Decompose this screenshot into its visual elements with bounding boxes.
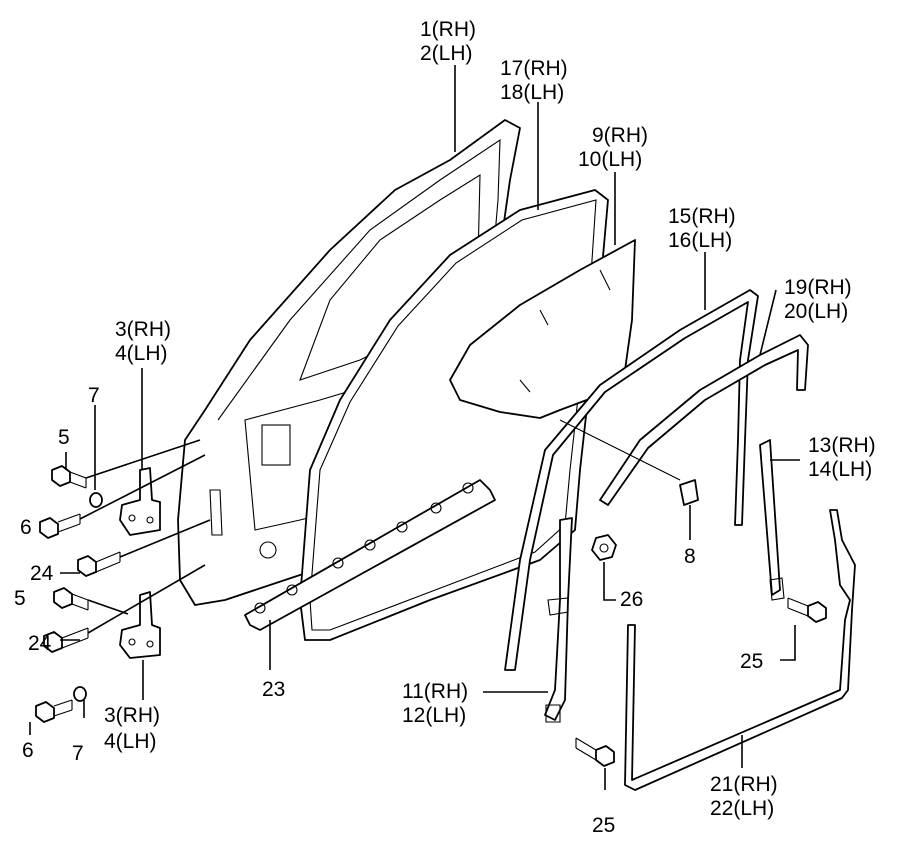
label-8: 8	[684, 545, 696, 568]
bolts	[35, 465, 827, 767]
label-3-rh-upper: 3(RH)	[115, 318, 171, 341]
label-15-rh: 15(RH)	[668, 205, 736, 228]
label-5-lower: 5	[14, 587, 26, 610]
label-16-lh: 16(LH)	[668, 229, 732, 252]
glass-run-channel-15-16	[504, 289, 759, 671]
label-10-lh: 10(LH)	[578, 148, 642, 171]
label-6-upper: 6	[20, 516, 32, 539]
label-17-rh: 17(RH)	[500, 57, 568, 80]
label-26: 26	[620, 588, 643, 611]
bracket-8	[559, 419, 699, 506]
label-23: 23	[262, 678, 285, 701]
label-4-lh-upper: 4(LH)	[115, 342, 168, 365]
label-14-lh: 14(LH)	[808, 458, 872, 481]
label-12-lh: 12(LH)	[402, 704, 466, 727]
label-7-upper: 7	[88, 384, 100, 407]
label-20-lh: 20(LH)	[784, 300, 848, 323]
label-4-lh-lower: 4(LH)	[104, 730, 157, 753]
front-channel-11-12	[544, 517, 573, 723]
label-19-rh: 19(RH)	[784, 276, 852, 299]
weatherstrip-21-22	[624, 509, 856, 791]
lower-hinge	[119, 591, 161, 659]
rear-channel-13-14	[759, 439, 785, 601]
label-25-right: 25	[740, 650, 763, 673]
door-glass-9-10	[449, 239, 636, 419]
label-3-rh-lower: 3(RH)	[104, 704, 160, 727]
label-22-lh: 22(LH)	[710, 797, 774, 820]
label-25-lower: 25	[592, 814, 615, 837]
leader-lines	[29, 65, 800, 790]
label-7-lower: 7	[72, 742, 84, 765]
label-18-lh: 18(LH)	[500, 81, 564, 104]
label-5-upper: 5	[58, 426, 70, 449]
label-9-rh: 9(RH)	[592, 124, 648, 147]
label-1-rh: 1(RH)	[420, 18, 476, 41]
bracket-23	[244, 479, 496, 631]
belt-molding-19-20	[599, 334, 809, 506]
label-2-lh: 2(LH)	[420, 42, 473, 65]
label-13-rh: 13(RH)	[808, 434, 876, 457]
upper-hinge	[119, 467, 161, 536]
part-labels: 1(RH) 2(LH) 17(RH) 18(LH) 9(RH) 10(LH) 1…	[14, 18, 876, 837]
label-6-lower: 6	[22, 739, 34, 762]
label-21-rh: 21(RH)	[710, 773, 778, 796]
nut-26	[591, 534, 617, 561]
label-24-lower: 24	[28, 632, 52, 655]
label-24-upper: 24	[30, 562, 54, 585]
label-11-rh: 11(RH)	[402, 680, 468, 703]
